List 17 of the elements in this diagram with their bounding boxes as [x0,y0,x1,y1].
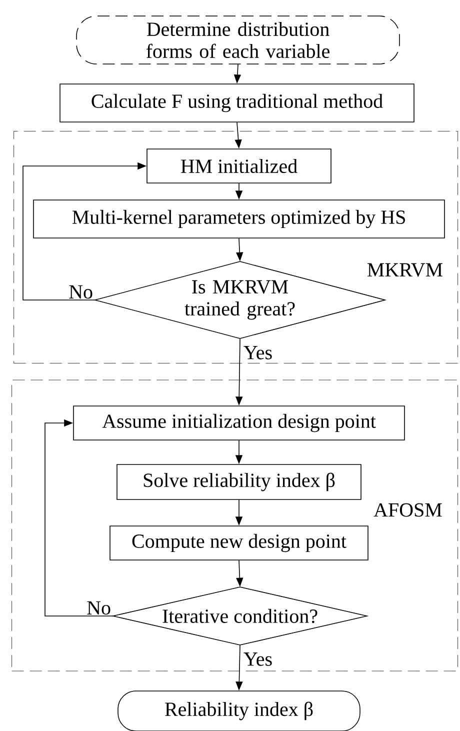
terminal-box: Determine distribution forms of each variable [76,16,400,64]
process-box: Assume initialization design point [73,406,405,440]
group-label: MKRVM [367,263,442,277]
edge-label: No [87,601,110,615]
process-box: HM initialized [146,148,332,184]
edge-label: Yes [244,652,272,666]
process-box: Solve reliability index β [116,464,362,500]
process-box: Compute new design point [110,526,368,560]
arrow [44,419,114,616]
dashed-frame [12,380,458,672]
process-box: Calculate F using traditional method [60,84,414,122]
edge-label: No [69,285,92,299]
process-box: Multi-kernel parameters optimized by HS [33,200,445,238]
terminal-box: Reliability index β [118,690,360,731]
edge-label: Yes [244,346,272,360]
dashed-frame [14,131,458,364]
group-label: AFOSM [374,503,442,517]
